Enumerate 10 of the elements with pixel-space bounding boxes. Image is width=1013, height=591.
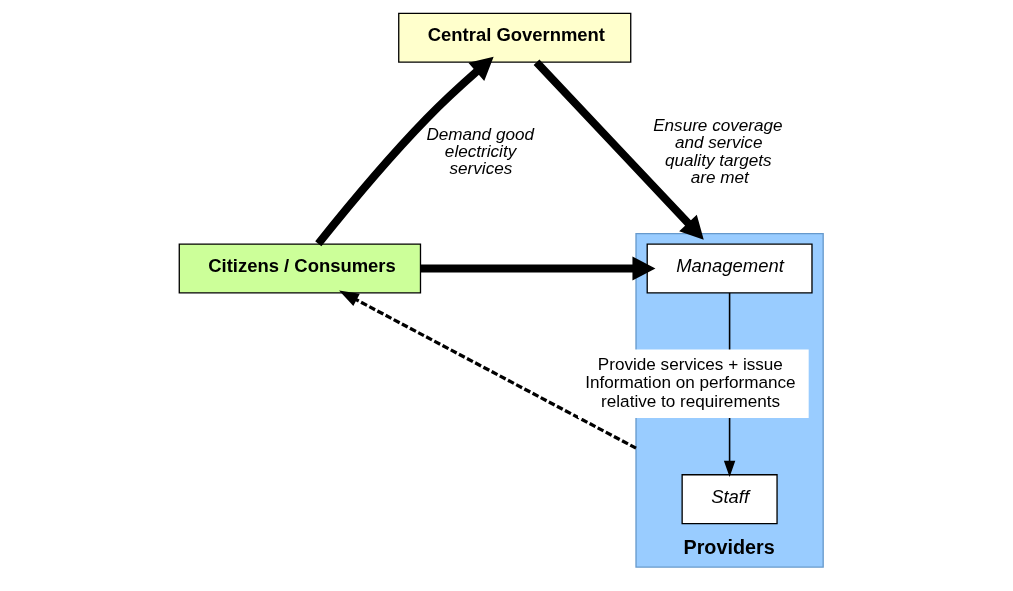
node-box: Management — [646, 243, 813, 294]
edge-label: Demand good electricity services — [426, 123, 535, 179]
edge-label: Ensure coverage and service quality targets are met — [653, 115, 783, 187]
node-box: Citizens / Consumers — [178, 243, 422, 294]
node-box: Central Government — [398, 12, 632, 63]
node-box: Staff — [681, 474, 778, 525]
arrow — [420, 256, 656, 281]
arrow — [533, 59, 704, 240]
arrow — [315, 56, 494, 247]
arrow — [339, 290, 637, 450]
